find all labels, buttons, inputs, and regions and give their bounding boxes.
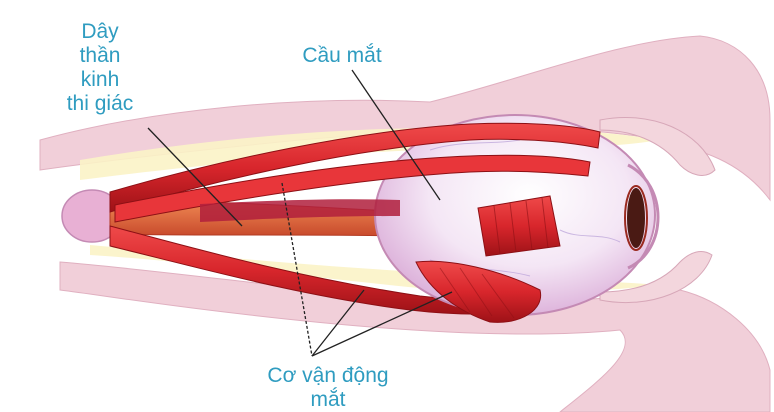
optic-nerve-label-line-2: thần [52, 44, 148, 68]
eye-muscles-label: Cơ vận động mắt [208, 364, 448, 412]
eye-muscles-label-line-2: mắt [208, 388, 448, 412]
optic-nerve-label: Dây thần kinh thi giác [52, 20, 148, 116]
optic-nerve-label-line-1: Dây [52, 20, 148, 44]
iris [627, 188, 645, 248]
eyeball-label: Cầu mắt [262, 44, 422, 68]
optic-nerve-label-line-3: kinh [52, 68, 148, 92]
optic-nerve-label-line-4: thi giác [52, 92, 148, 116]
eye-muscles-label-line-1: Cơ vận động [208, 364, 448, 388]
